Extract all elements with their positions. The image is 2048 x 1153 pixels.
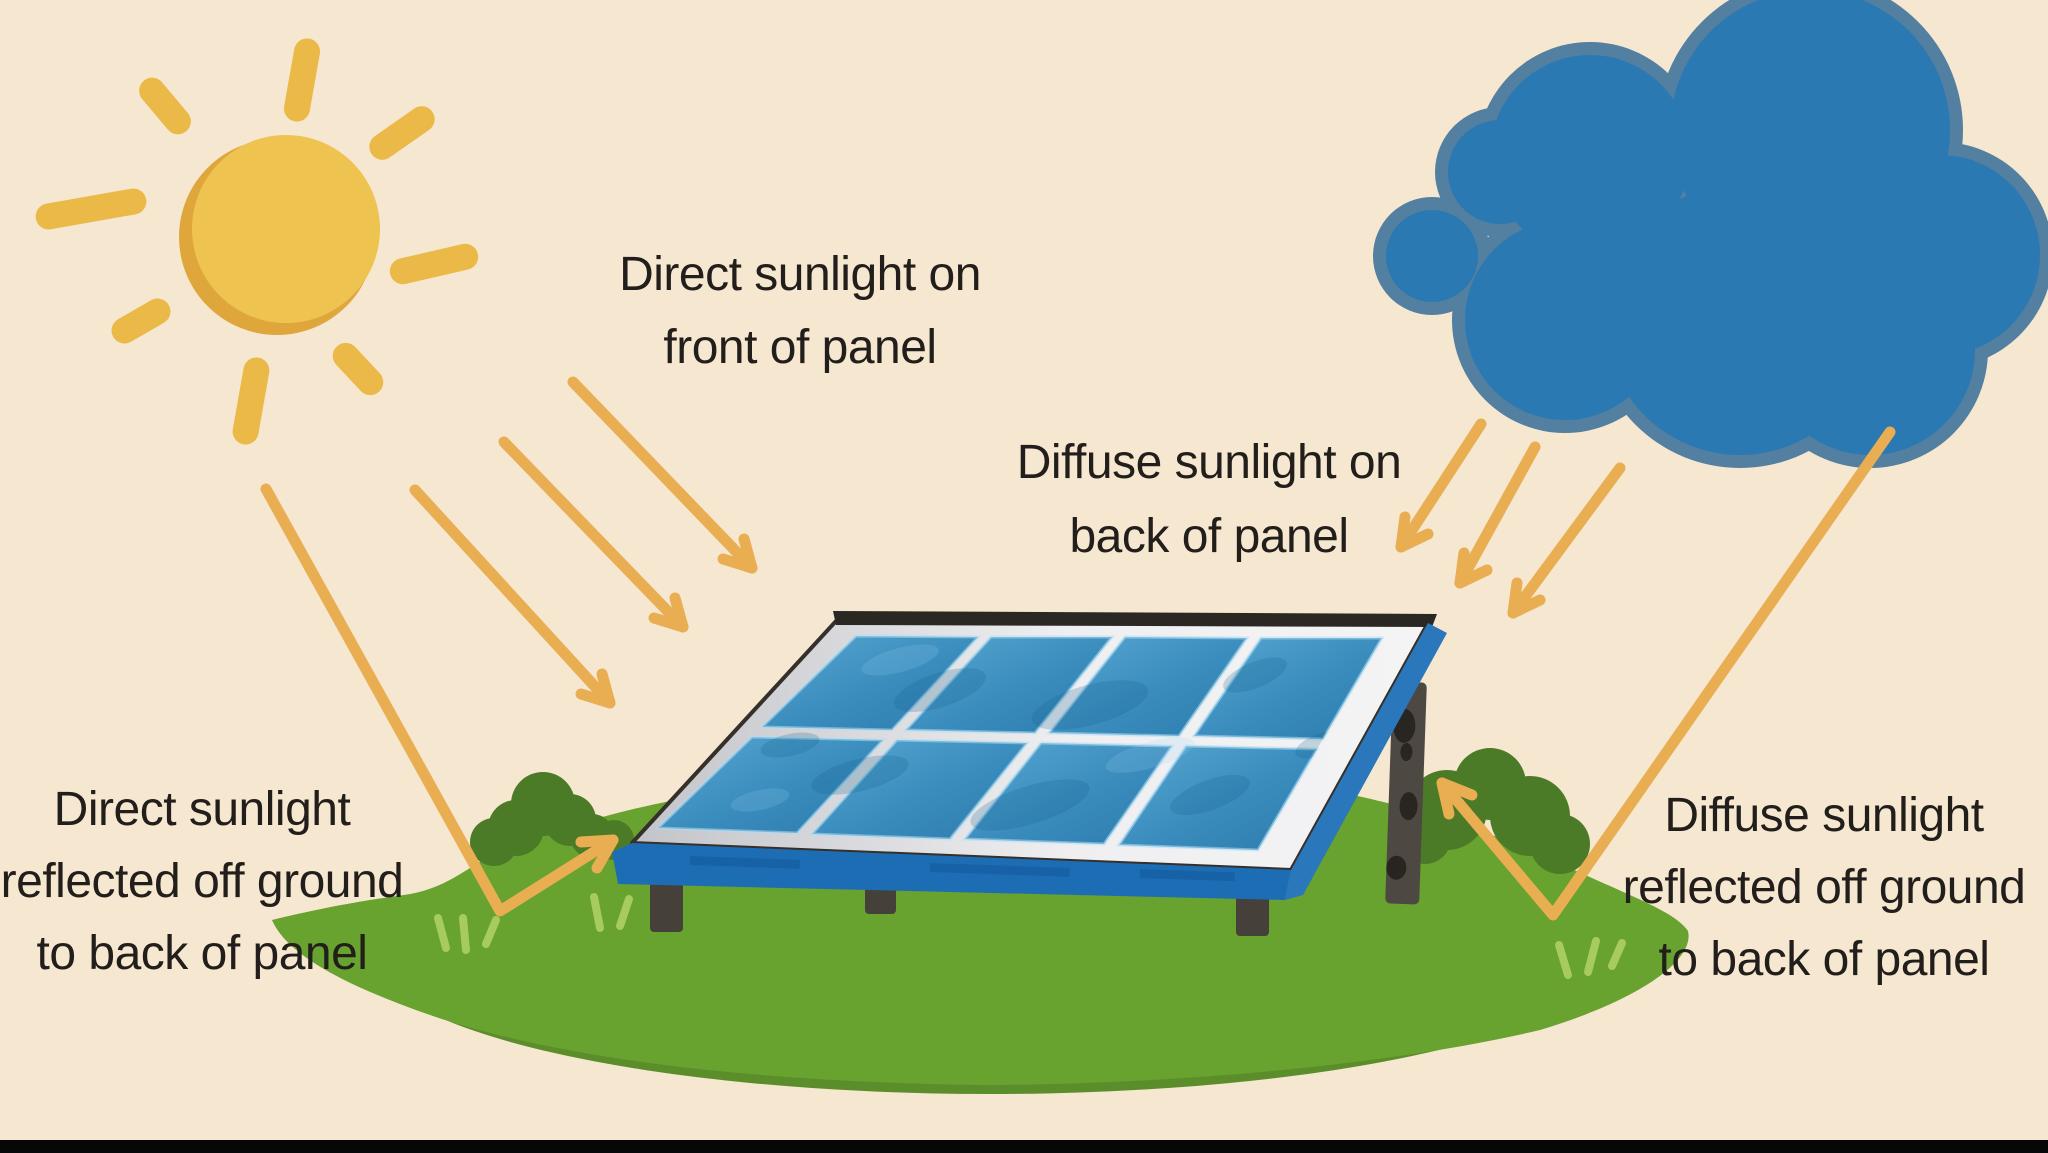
diffuse-sunlight-arrow bbox=[1454, 441, 1541, 589]
diffuse-sunlight-arrow bbox=[1507, 462, 1626, 619]
label-diffuse-sunlight-back: Diffuse sunlight on back of panel bbox=[1017, 426, 1402, 574]
panel-front-side bbox=[612, 843, 1291, 900]
cloud-fill bbox=[1386, 0, 2040, 455]
sun-ray bbox=[232, 357, 270, 445]
panel-cell bbox=[1116, 744, 1320, 852]
panel-cell bbox=[1191, 636, 1385, 741]
sun-rays bbox=[35, 38, 479, 445]
panel-cell-texture bbox=[730, 644, 1345, 831]
panel-cells bbox=[654, 634, 1385, 852]
panel-side-texture bbox=[689, 856, 1235, 882]
panel-cell bbox=[902, 635, 1116, 735]
label-line: Direct sunlight on bbox=[619, 248, 981, 301]
sun-ray bbox=[369, 106, 435, 160]
direct-sunlight-arrow bbox=[409, 484, 616, 709]
sun-ray bbox=[35, 188, 147, 230]
label-line: Direct sunlight bbox=[53, 783, 351, 836]
solar-panel bbox=[612, 611, 1447, 900]
panel-top-edge bbox=[833, 611, 1437, 627]
panel-cell bbox=[654, 735, 887, 835]
panel-cell bbox=[1045, 635, 1250, 738]
panel-cell bbox=[758, 634, 982, 732]
panel-back-leg bbox=[1385, 681, 1427, 905]
direct-ground-reflected-ray bbox=[260, 483, 619, 917]
panel-cell bbox=[961, 741, 1175, 846]
diffuse-sunlight-arrow bbox=[1395, 418, 1487, 553]
panel-cell bbox=[808, 738, 1031, 841]
sun-ray bbox=[389, 243, 479, 285]
sun-ray bbox=[111, 298, 171, 344]
sun-icon bbox=[35, 38, 479, 445]
label-direct-sunlight-front: Direct sunlight on front of panel bbox=[619, 238, 981, 384]
sun-body bbox=[192, 135, 380, 323]
label-direct-reflected-ground: Direct sunlight reflected off ground to … bbox=[1, 774, 404, 990]
label-line: front of panel bbox=[663, 321, 937, 374]
grass-blades bbox=[434, 893, 1626, 979]
direct-sunlight-arrow bbox=[498, 436, 689, 633]
label-diffuse-reflected-ground: Diffuse sunlight reflected off ground to… bbox=[1623, 780, 2026, 996]
diffuse-ground-reflected-ray bbox=[1436, 426, 1896, 921]
sun-ray bbox=[139, 77, 191, 135]
sunlight-arrows bbox=[260, 376, 1896, 921]
panel-right-side bbox=[1285, 623, 1447, 900]
sun-ray bbox=[283, 38, 321, 122]
label-line: Diffuse sunlight bbox=[1664, 789, 1984, 842]
label-line: reflected off ground bbox=[1622, 861, 2026, 914]
direct-sunlight-arrow bbox=[567, 376, 758, 574]
label-line: back of panel bbox=[1069, 510, 1349, 563]
sun-ray bbox=[332, 342, 384, 396]
label-line: reflected off ground bbox=[0, 855, 404, 908]
label-line: to back of panel bbox=[36, 927, 368, 980]
label-line: Diffuse sunlight on bbox=[1016, 436, 1402, 489]
cloud-icon bbox=[1373, 0, 2048, 468]
label-line: to back of panel bbox=[1658, 933, 1990, 986]
letterbox-bar bbox=[0, 1140, 2048, 1153]
